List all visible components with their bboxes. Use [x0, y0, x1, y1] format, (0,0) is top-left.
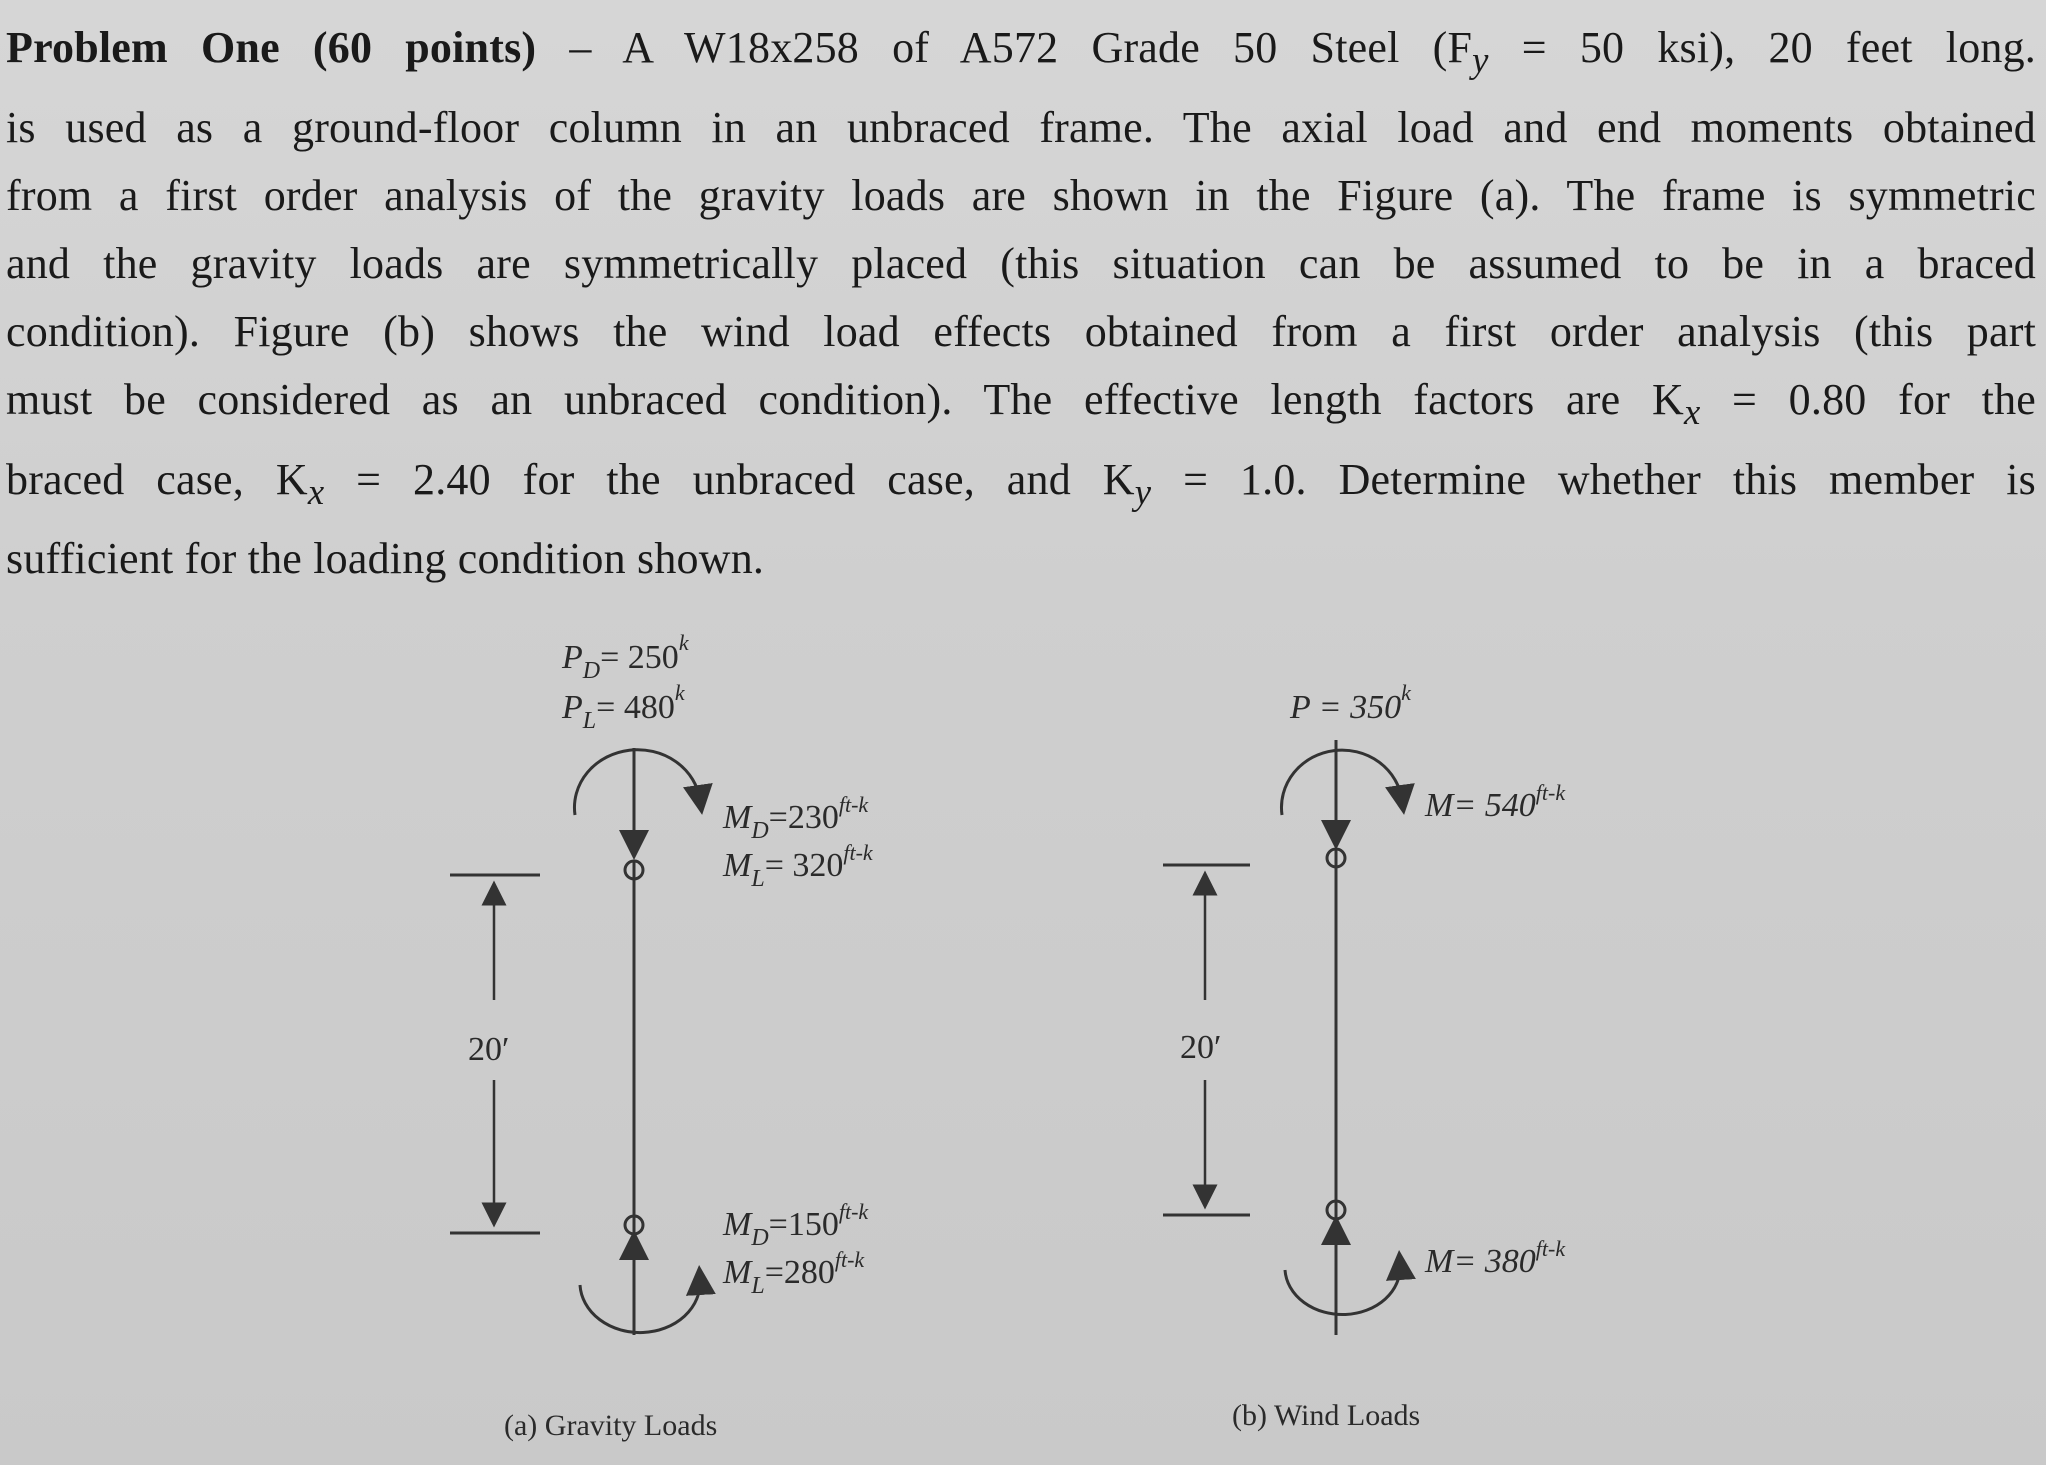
live-axial-load-label: PL= 480k	[561, 680, 686, 734]
problem-line-5: condition). Figure (b) shows the wind lo…	[6, 306, 2036, 356]
top-pin-a	[623, 859, 645, 881]
problem-heading: Problem One (60 points)	[6, 23, 537, 72]
figure-b-caption: (b) Wind Loads	[1232, 1399, 1420, 1432]
problem-line-4: and the gravity loads are symmetrically …	[6, 238, 2036, 288]
problem-line-6: must be considered as an unbraced condit…	[6, 374, 2036, 432]
problem-line-2: is used as a ground-floor column in an u…	[6, 102, 2036, 152]
top-moment-arc-b	[1280, 748, 1415, 816]
problem-statement: Problem One (60 points) – A W18x258 of A…	[6, 14, 2036, 593]
height-label-a: 20′	[468, 1031, 509, 1068]
top-dead-moment-label: MD=230ft-k	[722, 792, 869, 844]
top-live-moment-label: ML= 320ft-k	[722, 840, 874, 892]
bottom-dead-moment-label: MD=150ft-k	[722, 1199, 869, 1251]
figure-b-wind-loads: 20′ P = 350k M= 540ft-k M= 380ft-k (b) W…	[1163, 680, 1566, 1432]
top-moment-arc-a	[572, 748, 713, 816]
problem-line-3: from a first order analysis of the gravi…	[6, 170, 2036, 220]
figure-a-caption: (a) Gravity Loads	[504, 1409, 717, 1442]
wind-axial-load-label: P = 350k	[1289, 680, 1412, 726]
bottom-wind-moment-label: M= 380ft-k	[1424, 1236, 1566, 1280]
problem-line-7: braced case, Kx = 2.40 for the unbraced …	[6, 454, 2036, 512]
problem-line-1: Problem One (60 points) – A W18x258 of A…	[6, 23, 2036, 80]
height-label-b: 20′	[1180, 1029, 1221, 1066]
bottom-moment-arc-b	[1283, 1250, 1416, 1317]
top-wind-moment-label: M= 540ft-k	[1424, 780, 1566, 824]
bottom-live-moment-label: ML=280ft-k	[722, 1247, 865, 1299]
problem-line-8: sufficient for the loading condition sho…	[6, 534, 765, 584]
dead-axial-load-label: PD= 250k	[561, 630, 690, 684]
figure-a-gravity-loads: 20′ PD= 250k PL= 480k MD=230ft-k ML= 320…	[450, 630, 874, 1442]
bottom-moment-arc-a	[578, 1265, 716, 1334]
